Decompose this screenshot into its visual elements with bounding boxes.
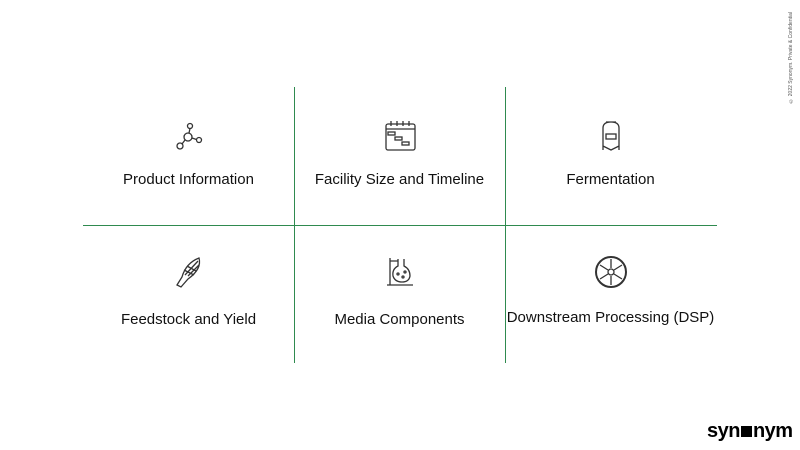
tile-label: Downstream Processing (DSP) bbox=[506, 309, 715, 326]
logo-text-left: syn bbox=[707, 420, 740, 442]
molecule-icon bbox=[172, 118, 206, 152]
grid-divider-horizontal bbox=[83, 225, 717, 226]
tile-label: Media Components bbox=[334, 311, 465, 328]
gantt-calendar-icon bbox=[383, 118, 417, 152]
tile-label: Facility Size and Timeline bbox=[314, 171, 485, 188]
logo-square bbox=[740, 426, 752, 437]
grid-divider-vertical bbox=[505, 87, 506, 363]
copyright-notice: © 2022 Synonym. Private & Confidential bbox=[788, 12, 794, 104]
flask-stand-icon bbox=[383, 255, 417, 289]
fermentation-tank-icon bbox=[594, 118, 628, 152]
grid-divider-vertical bbox=[294, 87, 295, 363]
tile-label: Feedstock and Yield bbox=[120, 311, 257, 328]
tile-label: Fermentation bbox=[566, 171, 655, 188]
tile-label: Product Information bbox=[123, 171, 254, 188]
logo-text-right: nym bbox=[752, 420, 793, 442]
centrifuge-icon bbox=[594, 255, 628, 289]
corn-icon bbox=[172, 255, 206, 289]
